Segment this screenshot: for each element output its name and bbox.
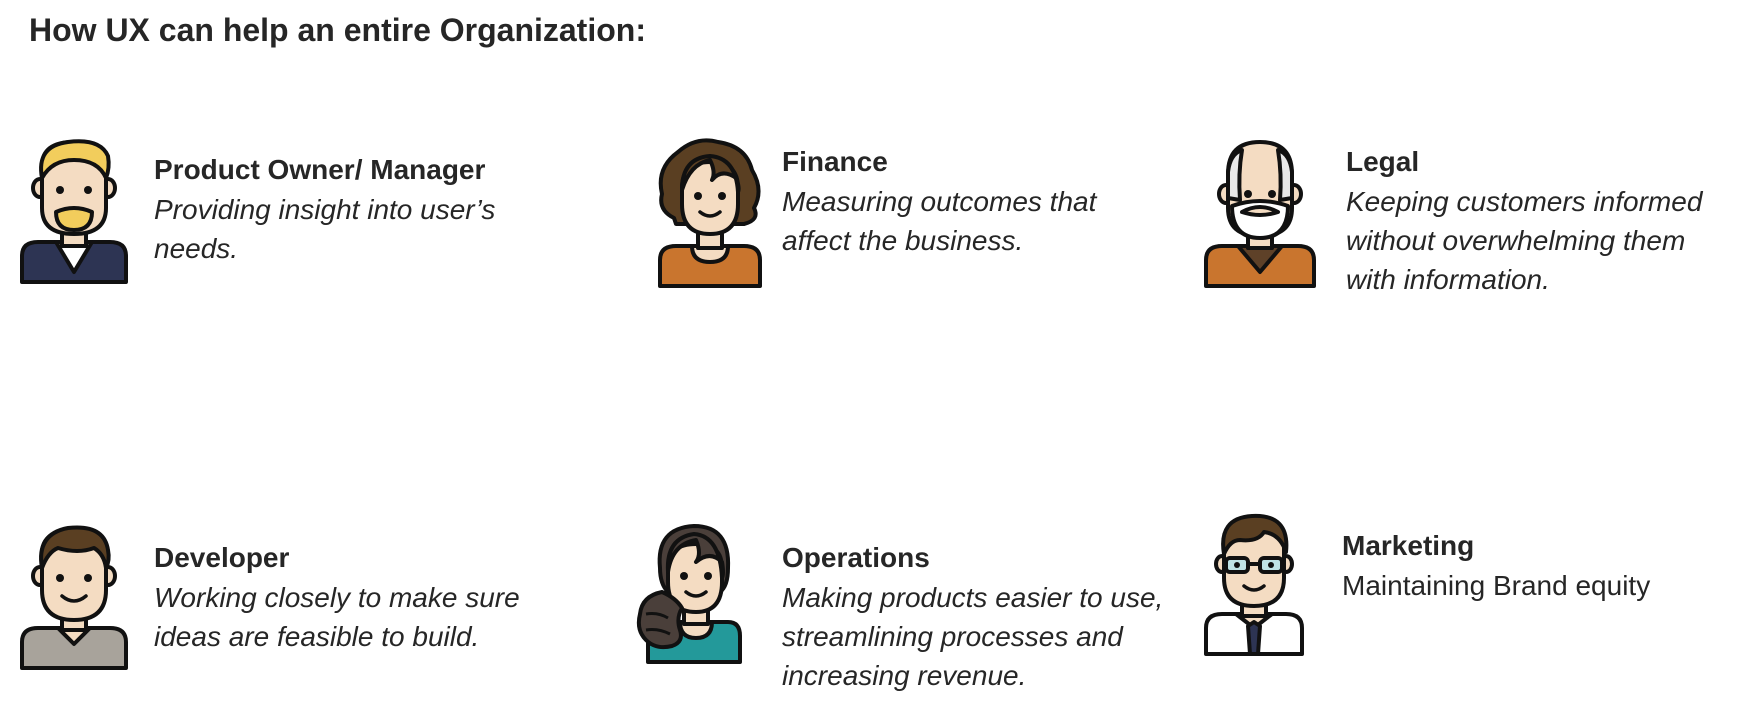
product-manager-avatar-icon [18, 138, 130, 286]
role-description-developer: Working closely to make sure ideas are f… [154, 582, 520, 652]
role-name-product-manager: Product Owner/ Manager [154, 154, 486, 185]
role-name-developer: Developer [154, 542, 290, 573]
finance-avatar-icon [656, 138, 764, 290]
role-description-marketing: Maintaining Brand equity [1342, 570, 1651, 601]
role-description-finance: Measuring outcomes that affect the busin… [782, 186, 1097, 256]
operations-avatar-icon [632, 522, 744, 666]
role-name-marketing: Marketing [1342, 530, 1475, 561]
slide-title: How UX can help an entire Organization: [29, 12, 646, 48]
role-name-legal: Legal [1346, 146, 1420, 177]
role-description-product-manager: Providing insight into user’s needs. [154, 194, 496, 264]
role-name-finance: Finance [782, 146, 888, 177]
role-description-operations: Making products easier to use, streamlin… [782, 582, 1164, 691]
role-name-operations: Operations [782, 542, 930, 573]
developer-avatar-icon [18, 524, 130, 672]
role-description-legal: Keeping customers informed without overw… [1346, 186, 1703, 295]
marketing-avatar-icon [1202, 512, 1306, 658]
legal-avatar-icon [1202, 138, 1318, 290]
